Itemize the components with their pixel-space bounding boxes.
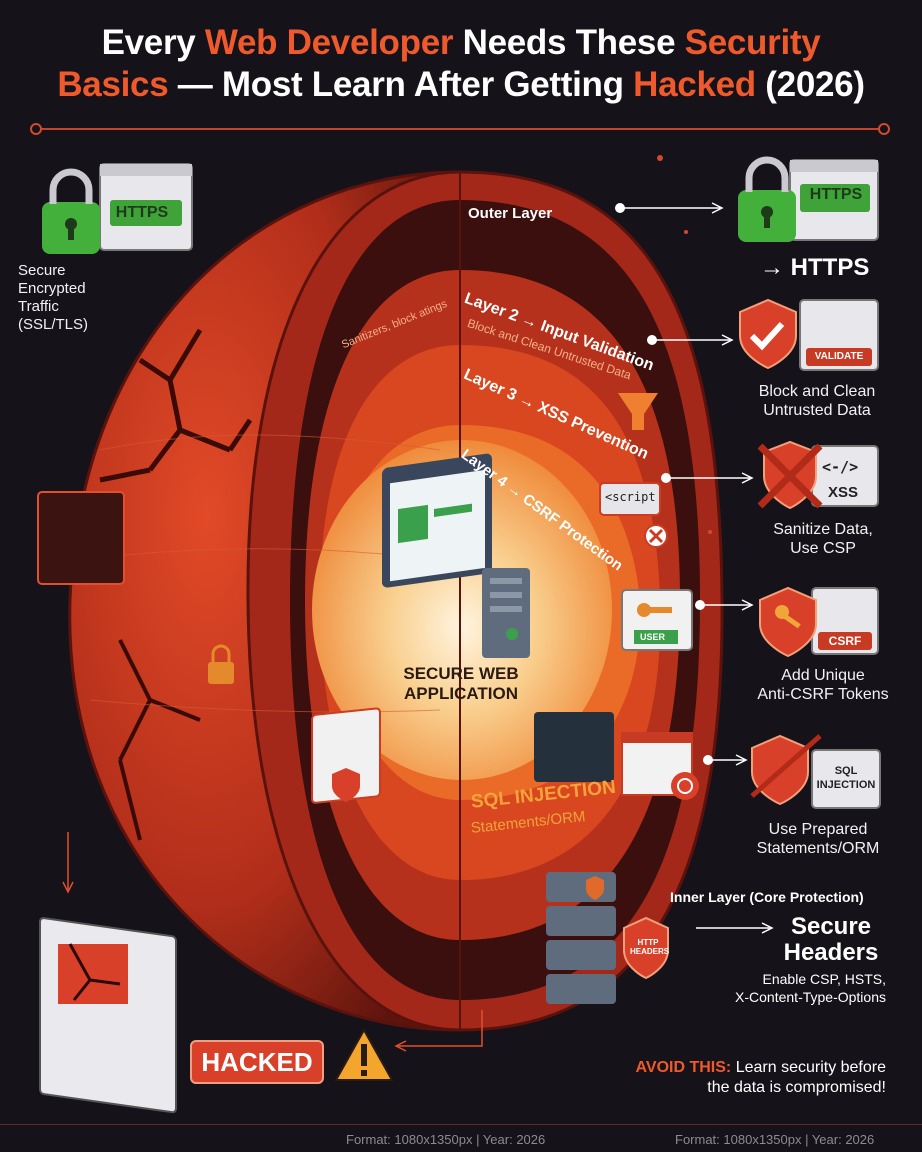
xss-code: <-/> (822, 458, 859, 476)
https-badge-right: HTTPS (809, 186, 863, 203)
sql-badge: SQL INJECTION (816, 765, 876, 791)
title-text: Needs These (453, 23, 685, 62)
footer-right: Format: 1080x1350px | Year: 2026 (675, 1132, 875, 1147)
secure-headers-sub: Enable CSP, HSTS, X-Content-Type-Options (735, 971, 886, 1005)
outer-layer-label: Outer Layer (468, 205, 553, 222)
csrf-label: Add Unique Anti-CSRF Tokens (757, 667, 889, 703)
avoid-callout: AVOID THIS: Learn security before the da… (590, 1058, 886, 1098)
secure-headers-title: Secure Headers (783, 913, 879, 966)
user-button: USER (640, 632, 666, 642)
title-highlight: Security (684, 23, 821, 62)
title-text: — Most Learn After Getting (168, 65, 634, 104)
title-highlight: Web Developer (204, 23, 454, 62)
core-label: SECURE WEB APPLICATION (386, 664, 536, 704)
divider-dot (878, 123, 890, 135)
avoid-label: AVOID THIS: (635, 1059, 732, 1076)
avoid-text: Learn security before (731, 1059, 886, 1076)
footer-left: Format: 1080x1350px | Year: 2026 (346, 1132, 546, 1147)
validate-label: Block and Clean Untrusted Data (758, 383, 876, 419)
title-text: Every (101, 23, 205, 62)
https-badge-left: HTTPS (115, 204, 169, 221)
core-label-line2: APPLICATION (404, 684, 518, 703)
sql-label: Use Prepared Statements/ORM (756, 821, 880, 857)
title-highlight: Basics (57, 65, 169, 104)
divider-dot (30, 123, 42, 135)
title-divider (36, 128, 886, 130)
https-heading: → HTTPS (760, 254, 870, 281)
page-title: Every Web Developer Needs These Security… (0, 22, 922, 106)
hacked-text: HACKED (201, 1047, 313, 1077)
secure-traffic-label: Secure Encrypted Traffic (SSL/TLS) (18, 262, 89, 333)
core-label-line1: SECURE WEB (403, 664, 519, 683)
inner-layer-label: Inner Layer (Core Protection) (670, 889, 864, 905)
title-text: (2026) (755, 65, 865, 104)
csrf-badge: CSRF (828, 634, 862, 648)
validate-button: VALIDATE (814, 351, 864, 362)
xss-label: Sanitize Data, Use CSP (773, 521, 873, 557)
avoid-text2: the data is compromised! (707, 1079, 886, 1096)
title-highlight: Hacked (633, 65, 756, 104)
http-headers-badge: HTTP HEADERS (630, 938, 670, 956)
footer-divider (0, 1124, 922, 1125)
script-tag-label: <script (605, 490, 656, 504)
hacked-banner: HACKED (190, 1040, 324, 1084)
xss-badge: XSS (828, 484, 859, 501)
